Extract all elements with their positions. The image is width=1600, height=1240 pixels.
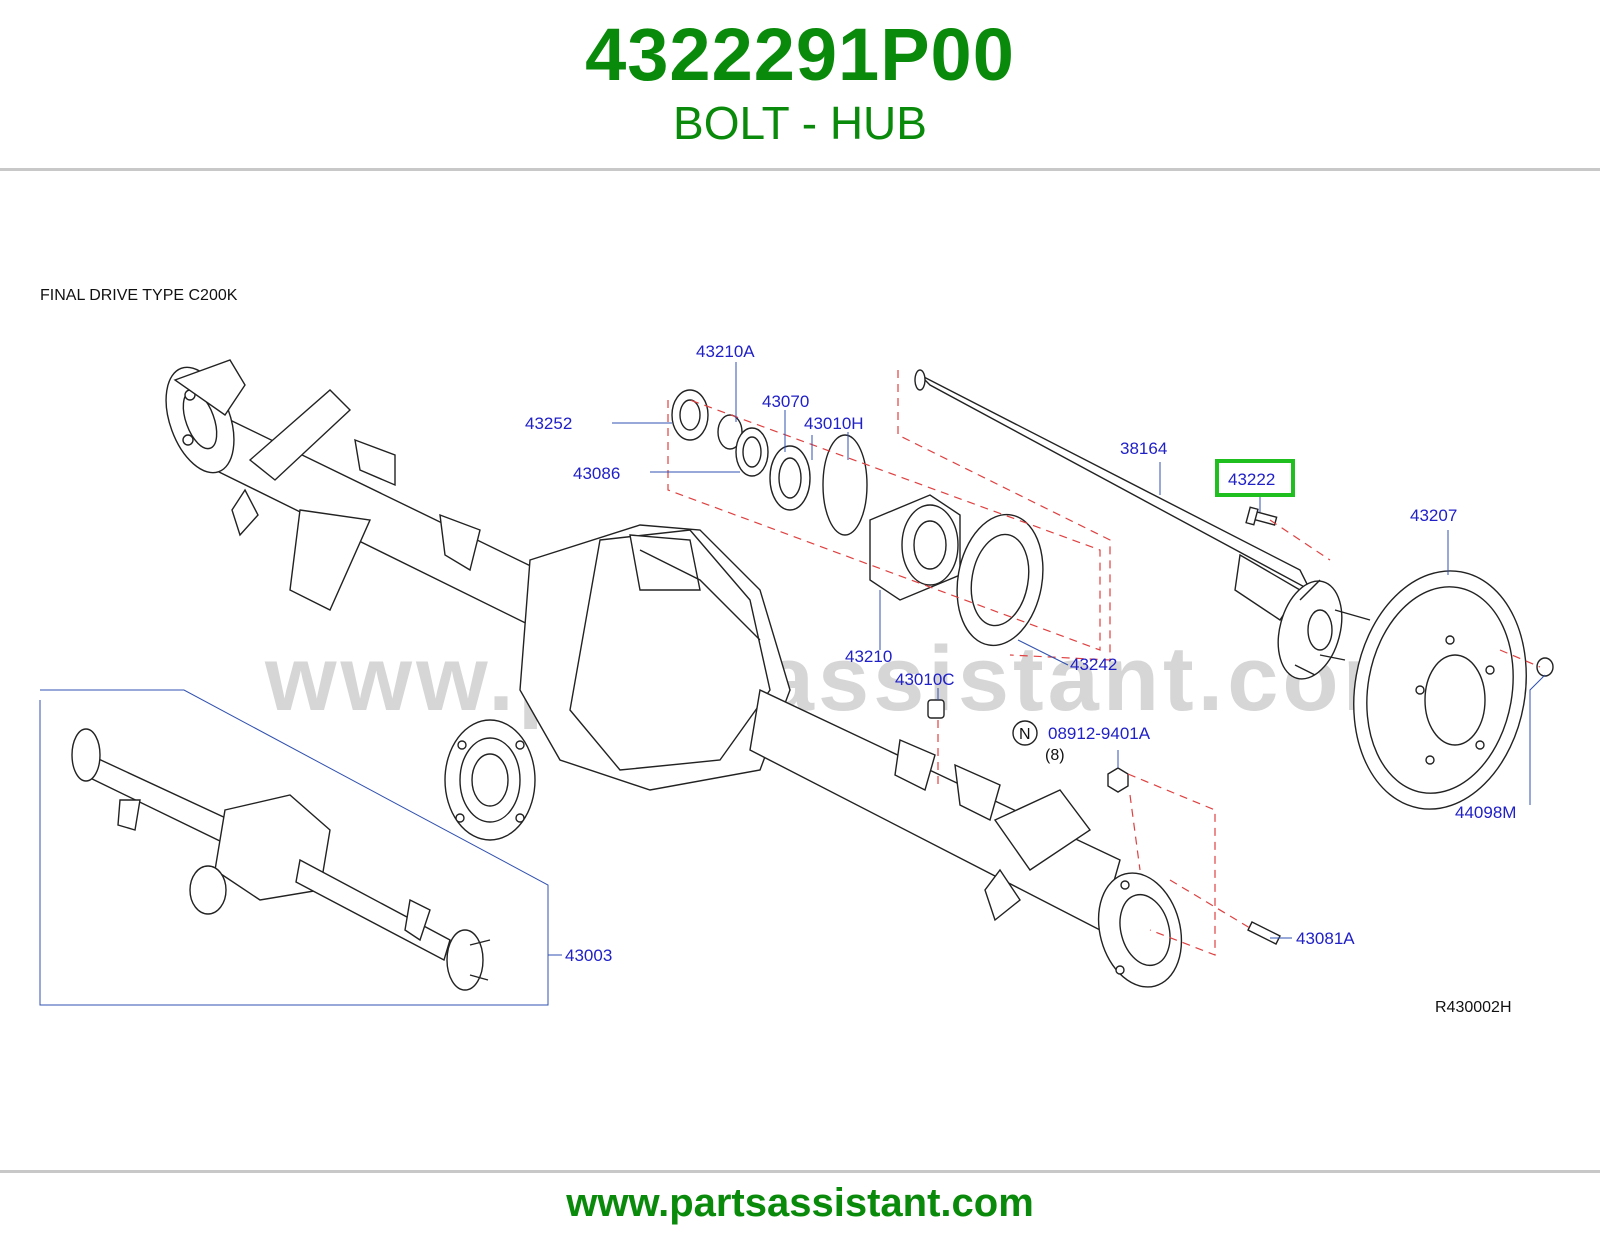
gasket-43242-drawing	[956, 513, 1044, 647]
n-symbol-circle	[1012, 720, 1038, 746]
footer-divider	[0, 1170, 1600, 1173]
callout-43222[interactable]: 43222	[1228, 470, 1275, 489]
callout-43207[interactable]: 43207	[1410, 506, 1457, 525]
callout-43010H[interactable]: 43010H	[804, 414, 864, 433]
footer-url[interactable]: www.partsassistant.com	[566, 1181, 1034, 1225]
bearing-housing-43210-drawing	[869, 494, 961, 601]
spacer-43086-drawing	[735, 427, 769, 477]
parts-diagram: www.partsassistant.com FINAL DRIVE TYPE …	[39, 287, 1554, 1016]
snap-ring-43210A-drawing	[717, 414, 743, 450]
brake-drum-43207-drawing	[1353, 570, 1527, 810]
callout-43086[interactable]: 43086	[573, 464, 620, 483]
callout-43210[interactable]: 43210	[845, 647, 892, 666]
n-symbol: N	[1019, 726, 1031, 743]
callout-38164[interactable]: 38164	[1120, 439, 1167, 458]
leader-lines	[612, 362, 1546, 939]
exploded-guides	[667, 370, 1541, 956]
axle-housing-drawing	[165, 359, 1183, 988]
inset-assembly-43003	[39, 689, 562, 1006]
reference-code: R430002H	[1435, 999, 1512, 1016]
axle-shaft-38164-drawing	[914, 369, 1371, 680]
o-ring-43010H-drawing	[822, 434, 868, 536]
watermark-text: www.partsassistant.com	[264, 628, 1428, 730]
callout-08912-9401A[interactable]: 08912-9401A	[1048, 724, 1151, 743]
screw-44098M-drawing	[1536, 657, 1554, 677]
page-header: 4322291P00 BOLT - HUB	[0, 0, 1600, 170]
grommet-43010C-drawing	[927, 699, 945, 719]
bearing-43070-drawing	[769, 445, 811, 511]
header-divider	[0, 168, 1600, 171]
part-number-title: 4322291P00	[585, 13, 1015, 96]
callout-quantity: (8)	[1045, 747, 1065, 764]
callout-44098M[interactable]: 44098M	[1455, 803, 1516, 822]
highlight-box	[1215, 459, 1295, 497]
bolt-43081A-drawing	[1247, 921, 1281, 945]
nut-08912-drawing	[1107, 767, 1129, 793]
callout-43003[interactable]: 43003	[565, 946, 612, 965]
callout-43070[interactable]: 43070	[762, 392, 809, 411]
callout-43010C[interactable]: 43010C	[895, 670, 955, 689]
part-name-subtitle: BOLT - HUB	[673, 97, 927, 149]
section-title: FINAL DRIVE TYPE C200K	[40, 287, 238, 304]
callout-43242[interactable]: 43242	[1070, 655, 1117, 674]
callout-43252[interactable]: 43252	[525, 414, 572, 433]
callout-43210A[interactable]: 43210A	[696, 342, 755, 361]
hub-bolt-43222-drawing	[1245, 506, 1278, 526]
callout-43081A[interactable]: 43081A	[1296, 929, 1355, 948]
seal-43252-drawing	[671, 389, 709, 441]
